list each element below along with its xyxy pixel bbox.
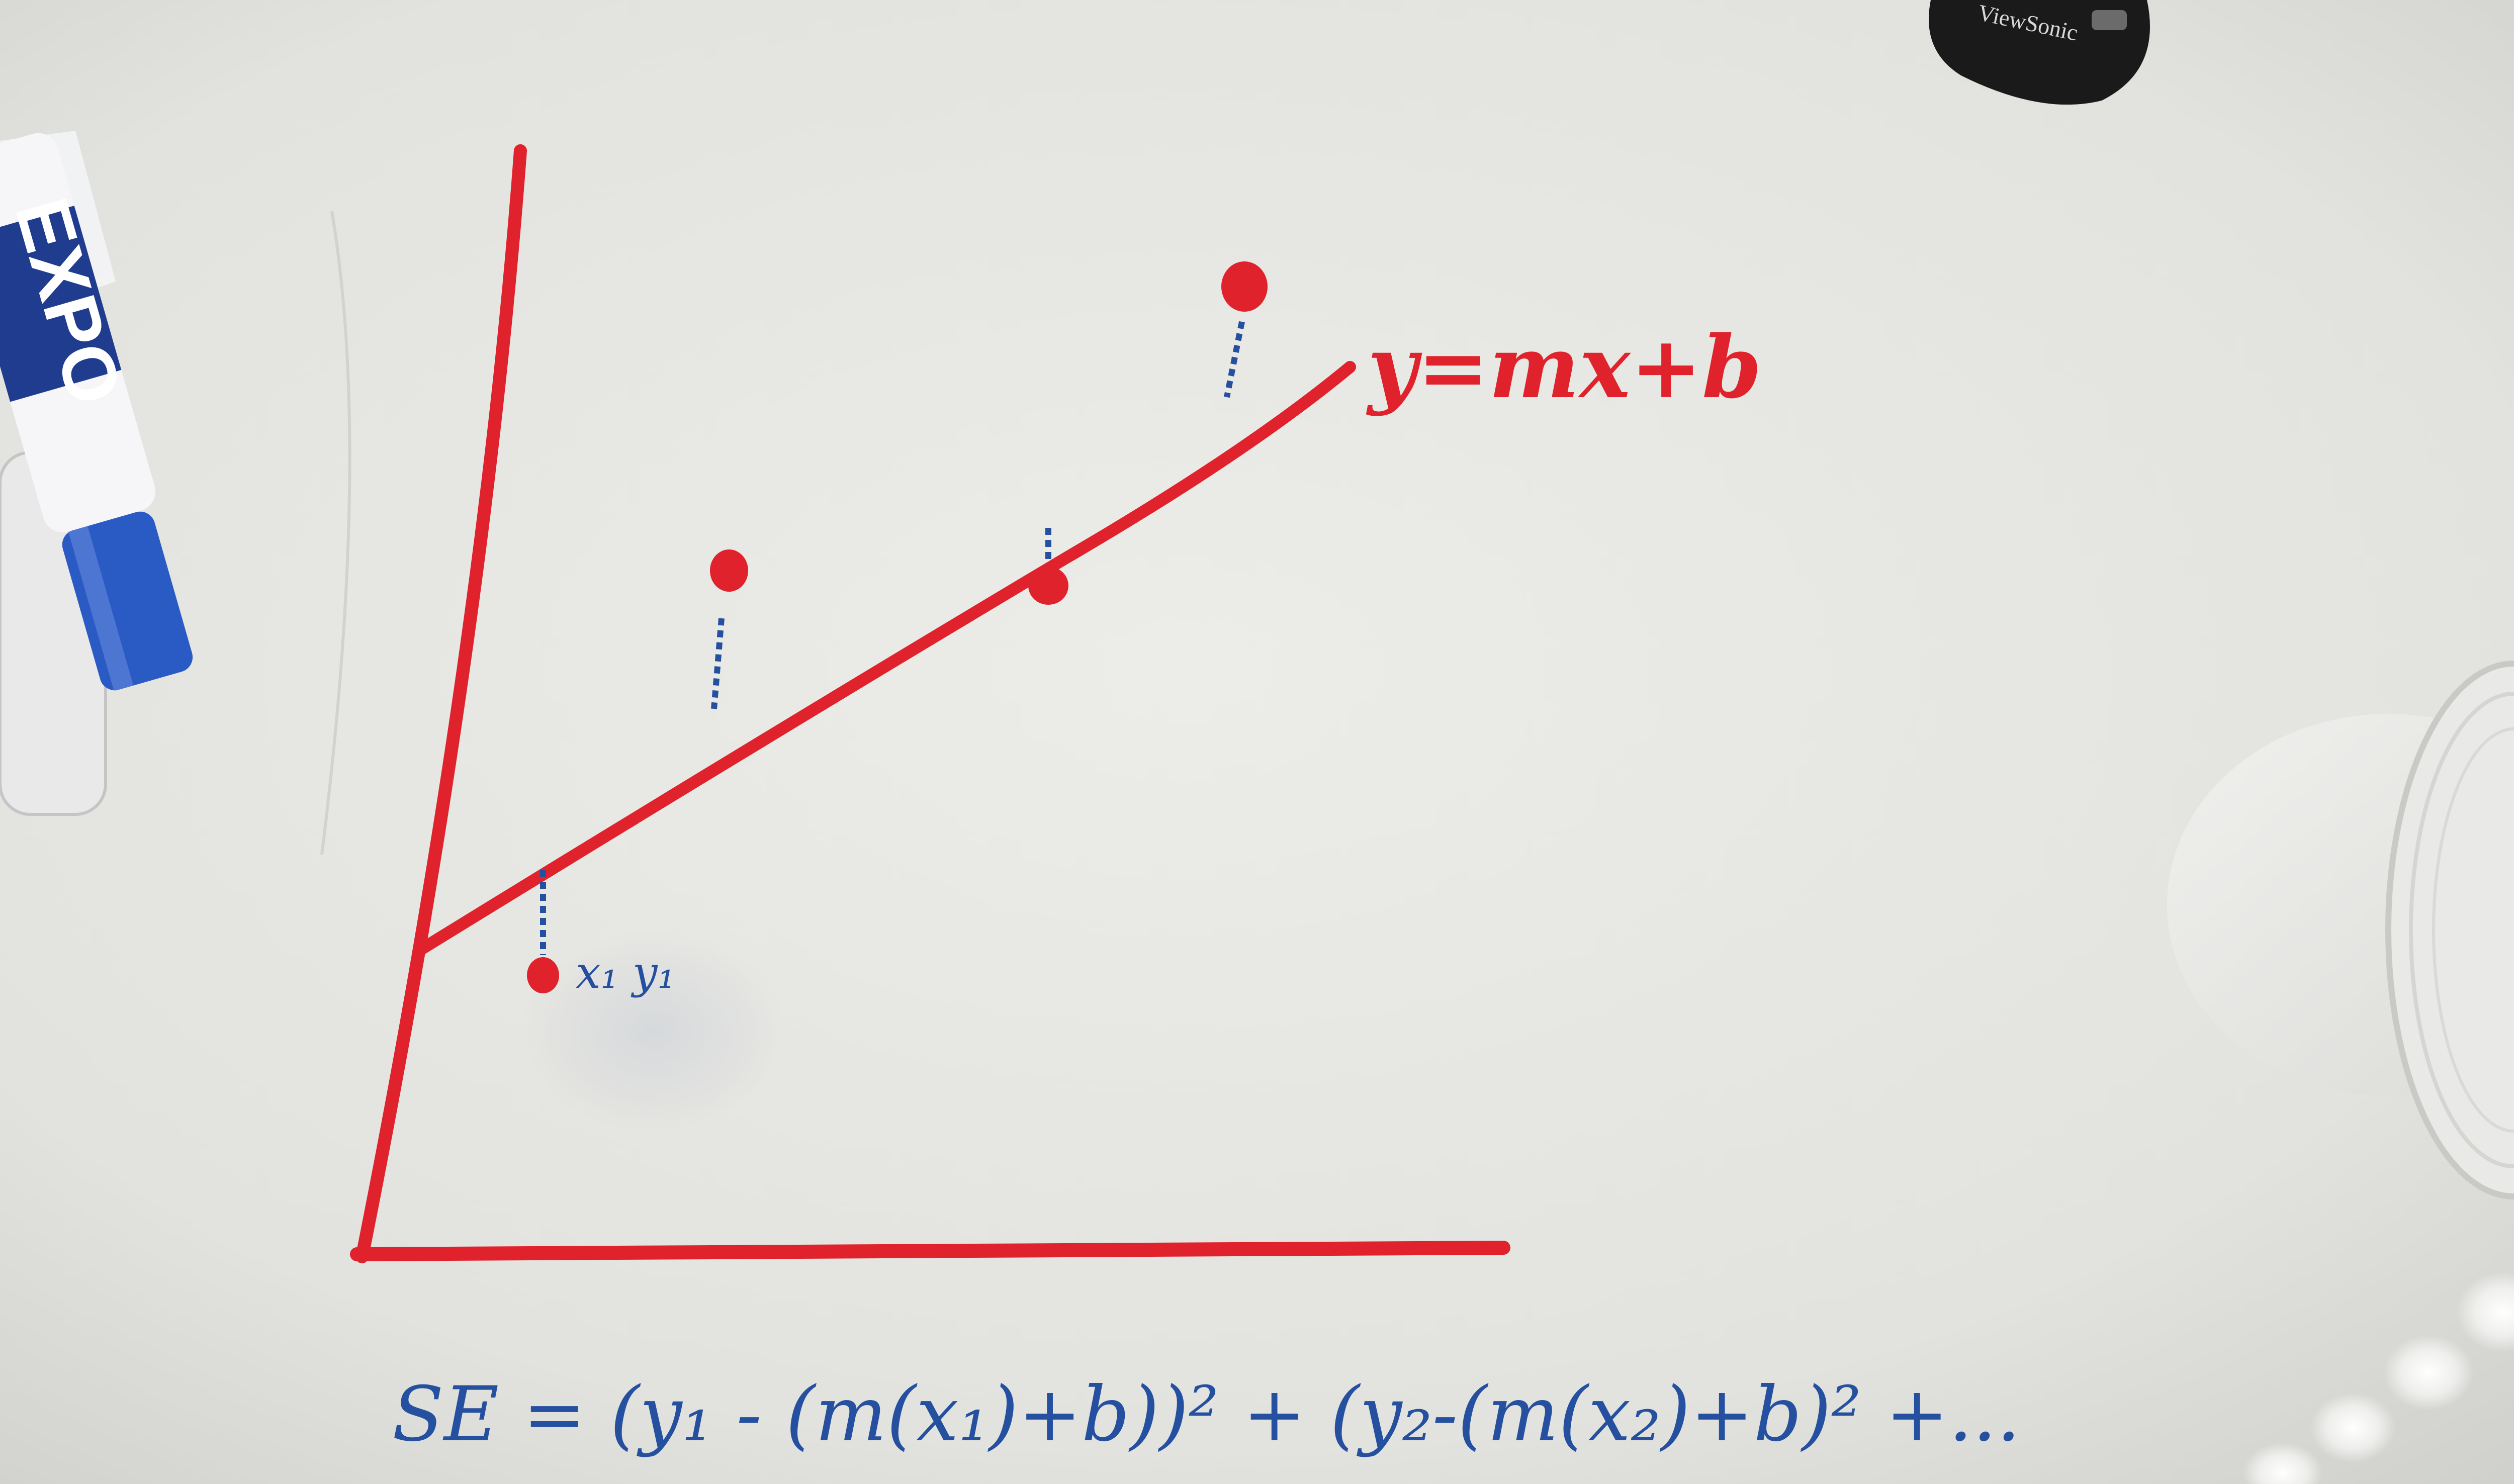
- remote-control-icon: ViewSonic: [1929, 0, 2150, 105]
- data-point-2: [710, 549, 748, 592]
- regression-line: [414, 361, 1356, 956]
- data-points: [527, 261, 1268, 993]
- expo-marker-icon: EXPO: [0, 131, 193, 816]
- plastic-cup-icon: [2167, 661, 2514, 1199]
- data-point-1: [527, 957, 559, 993]
- point-label: x₁ y₁: [576, 947, 675, 998]
- squared-error-formula: SE = (y₁ - (m(x₁)+b))² + (y₂-(m(x₂)+b)² …: [392, 1371, 2021, 1458]
- x-axis: [350, 1241, 1510, 1261]
- graph-axes: [350, 144, 1510, 1263]
- data-point-3: [1028, 567, 1068, 605]
- residual-4: [1224, 321, 1245, 398]
- residual-2: [711, 618, 725, 709]
- residual-lines: [540, 321, 1245, 955]
- light-reflection-icon: [2242, 1272, 2514, 1484]
- line-equation-label: y=mx+b: [1366, 317, 1762, 418]
- faint-scratch: [320, 211, 351, 855]
- smudge: [523, 930, 784, 1131]
- data-point-4: [1221, 261, 1268, 312]
- y-axis: [355, 144, 527, 1263]
